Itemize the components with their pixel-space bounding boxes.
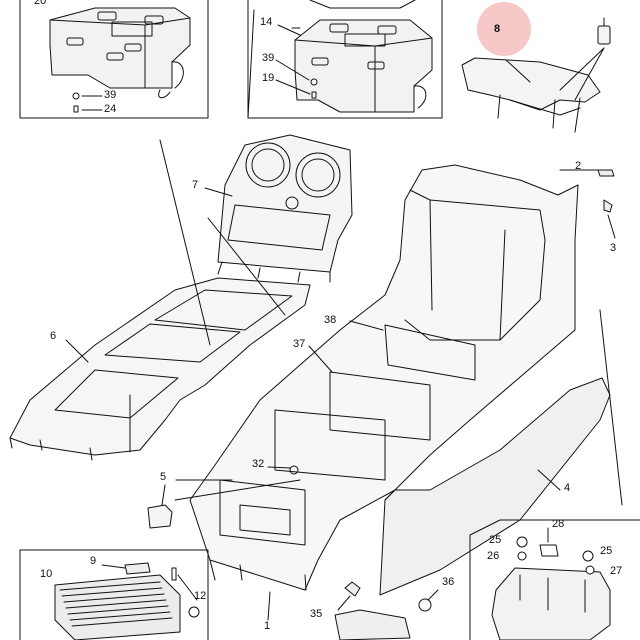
callout-25-right: 25 bbox=[600, 545, 613, 557]
callout-36: 36 bbox=[442, 576, 455, 588]
bracket-part-8 bbox=[461, 17, 611, 133]
callout-2: 2 bbox=[575, 160, 582, 172]
callout-10: 10 bbox=[40, 568, 53, 580]
hardware-parts-35-36 bbox=[334, 581, 439, 640]
callout-20: 20 bbox=[34, 0, 47, 7]
trim-panel-part-6 bbox=[9, 139, 311, 461]
callout-4: 4 bbox=[564, 482, 571, 494]
callout-38: 38 bbox=[324, 314, 337, 326]
callout-7: 7 bbox=[192, 179, 199, 191]
callout-25-left: 25 bbox=[489, 534, 502, 546]
clip-part-5 bbox=[147, 484, 173, 529]
callout-26: 26 bbox=[487, 550, 500, 562]
callout-37: 37 bbox=[293, 338, 306, 350]
console-body-part-1 bbox=[174, 9, 623, 621]
callout-39-left: 39 bbox=[104, 89, 117, 101]
callout-5: 5 bbox=[160, 471, 167, 483]
inset-box-module-14 bbox=[247, 0, 443, 119]
callout-39-mid: 39 bbox=[262, 52, 275, 64]
bezel-part-7 bbox=[204, 134, 353, 283]
callout-6: 6 bbox=[50, 330, 57, 342]
inset-box-module-20 bbox=[19, 0, 209, 119]
callout-12: 12 bbox=[194, 590, 207, 602]
callout-3: 3 bbox=[610, 242, 617, 254]
callout-24: 24 bbox=[104, 103, 117, 115]
fasteners-parts-2-3 bbox=[597, 169, 616, 239]
callout-32: 32 bbox=[252, 458, 265, 470]
callout-28: 28 bbox=[552, 518, 565, 530]
callout-9: 9 bbox=[90, 555, 97, 567]
callout-35: 35 bbox=[310, 608, 323, 620]
callout-8: 8 bbox=[494, 23, 501, 35]
callout-27: 27 bbox=[610, 565, 623, 577]
highlight-circle bbox=[477, 2, 531, 56]
callout-14: 14 bbox=[260, 16, 273, 28]
inset-box-bracket-28 bbox=[469, 519, 640, 640]
callout-1: 1 bbox=[264, 620, 271, 632]
callout-19: 19 bbox=[262, 72, 275, 84]
inset-box-storage-10 bbox=[19, 549, 209, 640]
